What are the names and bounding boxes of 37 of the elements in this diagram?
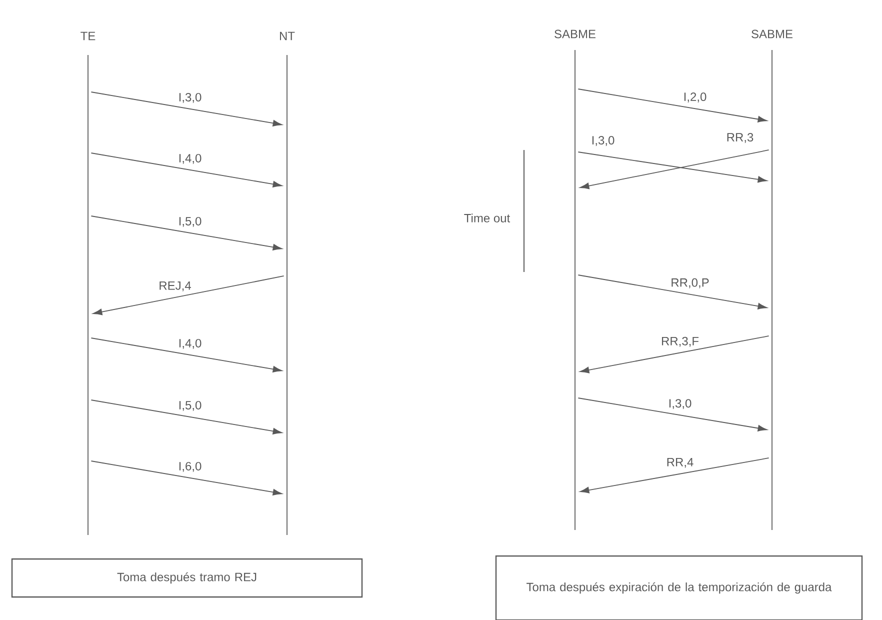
edge-label: RR,3 (727, 133, 754, 143)
edge-label: I,3,0 (179, 92, 202, 103)
lifeline-header: SABME (752, 30, 792, 38)
lifeline-header: NT (280, 32, 295, 40)
edge-label: I,4,0 (179, 338, 202, 349)
lifeline (574, 50, 576, 530)
message-arrow (580, 336, 770, 374)
message-arrow (578, 152, 768, 183)
message-arrow (90, 216, 282, 250)
message-arrow (578, 398, 768, 432)
edge-label: I,3,0 (592, 136, 614, 146)
message-arrow (90, 400, 282, 434)
timeout-label: Time out (464, 214, 510, 222)
edge-label: RR,3,F (662, 336, 699, 347)
message-arrow (578, 274, 768, 310)
message-arrow (90, 338, 282, 372)
lifeline (286, 54, 288, 536)
lifeline-header: SABME (554, 30, 596, 38)
message-arrow (90, 460, 282, 496)
caption-box: Toma después tramo REJ (11, 558, 363, 598)
caption-box: Toma después expiración de la temporización de guarda (495, 555, 863, 620)
edge-label: I,4,0 (179, 154, 202, 164)
edge-label: RR,4 (667, 458, 694, 468)
message-arrow (90, 92, 282, 126)
message-arrow (578, 88, 768, 122)
message-arrow (580, 150, 770, 190)
edge-label: I,6,0 (179, 462, 202, 472)
edge-label: REJ,4 (160, 282, 191, 292)
message-arrow (92, 276, 284, 316)
edge-label: I,5,0 (179, 216, 202, 227)
edge-label: I,5,0 (179, 400, 202, 411)
message-arrow (90, 152, 282, 188)
edge-label: I,2,0 (684, 92, 706, 102)
edge-label: RR,0,P (672, 278, 709, 288)
message-arrow (580, 458, 770, 494)
edge-label: I,3,0 (669, 399, 692, 409)
lifeline-header: TE (80, 32, 96, 40)
